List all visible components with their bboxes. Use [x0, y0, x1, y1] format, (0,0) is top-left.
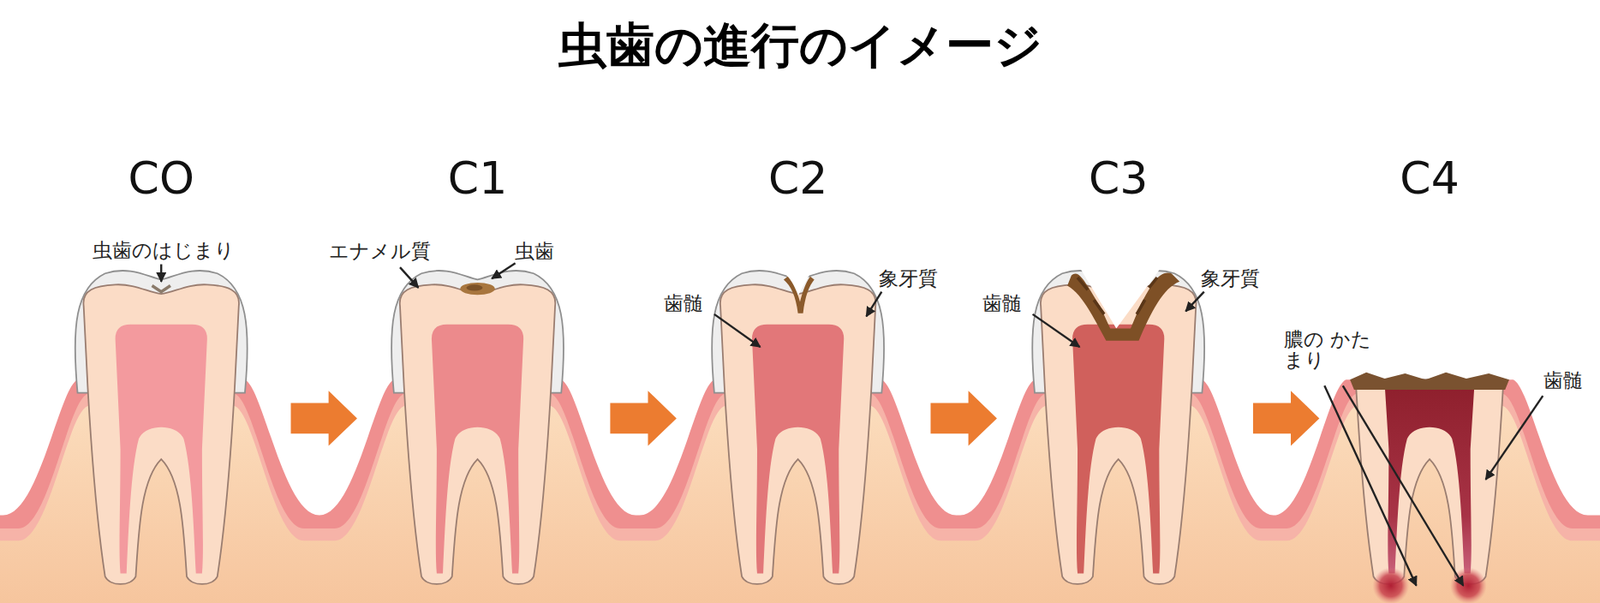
tooth-c2 — [711, 270, 884, 585]
part-label: 歯髄 — [1543, 369, 1583, 392]
part-label: 膿の かたまり — [1283, 328, 1383, 371]
tooth-c0 — [75, 270, 248, 585]
diagram-title: 虫歯の進行のイメージ — [558, 17, 1043, 73]
stage-label: C4 — [1399, 153, 1459, 205]
tooth-c3 — [1032, 267, 1205, 585]
tooth-c4 — [1349, 372, 1510, 603]
stage-label: C2 — [768, 153, 828, 205]
part-label: 虫歯のはじまり — [92, 238, 235, 262]
part-label: 象牙質 — [878, 267, 938, 290]
part-label: エナメル質 — [328, 239, 431, 263]
stage-label: CO — [128, 153, 195, 205]
part-label: 象牙質 — [1200, 267, 1260, 290]
leader-lines — [161, 262, 1543, 586]
tooth-c1 — [391, 270, 564, 585]
part-label: 歯髄 — [663, 292, 704, 315]
stage-label: C1 — [447, 153, 508, 205]
progress-arrows — [291, 390, 1320, 446]
stage-label: C3 — [1088, 153, 1148, 205]
part-label: 歯髄 — [982, 292, 1022, 315]
part-label: 虫歯 — [514, 239, 555, 263]
